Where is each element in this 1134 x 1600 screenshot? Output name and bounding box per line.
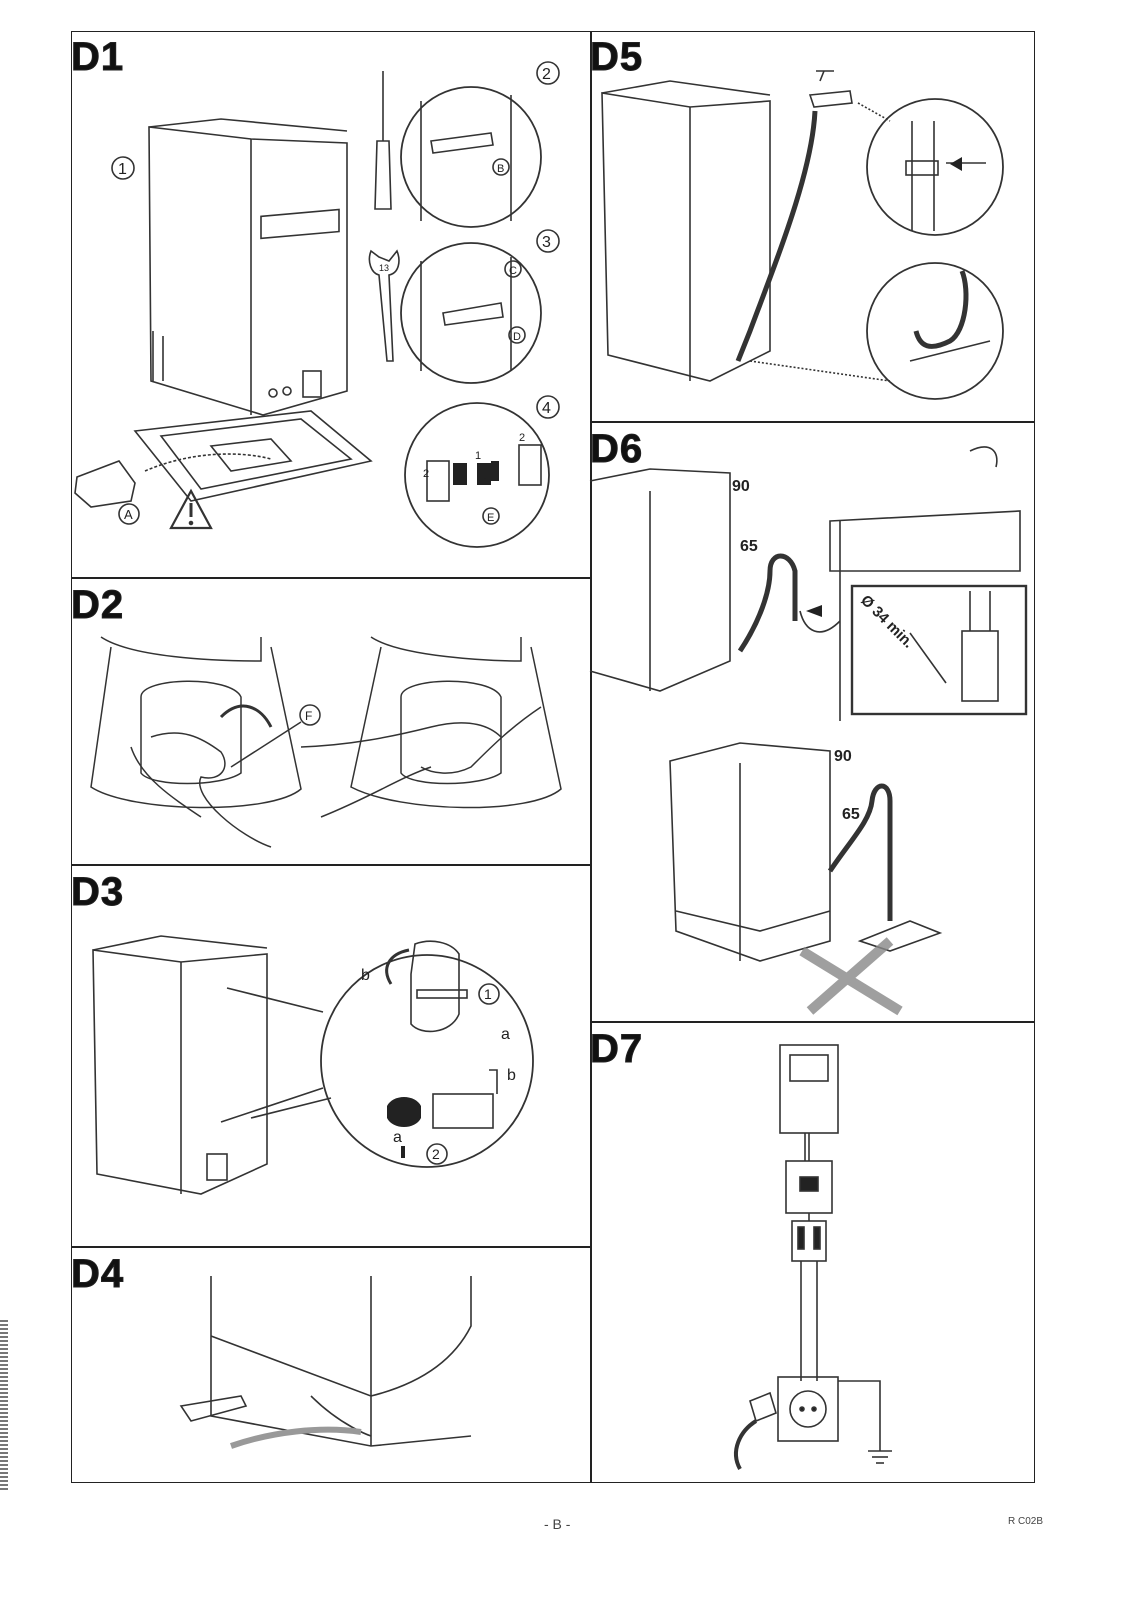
- height-90-top: 90: [732, 478, 750, 495]
- step-1-label: 1: [484, 986, 492, 1002]
- label-a: A: [124, 507, 133, 522]
- plug: [749, 1391, 777, 1423]
- label-c: C: [509, 265, 517, 277]
- page-number: - B -: [544, 1516, 571, 1532]
- label-a-top: a: [501, 1026, 510, 1043]
- divider-d5-d6: [590, 421, 1035, 423]
- d5-illustration: [601, 70, 1004, 400]
- num-1-top: 1: [475, 450, 481, 462]
- step-4-label: 4: [542, 400, 551, 417]
- step-2-label: 2: [542, 66, 551, 83]
- step-1-label: 1: [118, 161, 127, 178]
- panel-title-d6: D6: [589, 427, 644, 472]
- divider-d6-d7: [590, 1021, 1035, 1023]
- panel-title-d7: D7: [589, 1027, 644, 1072]
- num-2-left: 2: [423, 468, 429, 480]
- scan-edge-artifact: [0, 1320, 8, 1490]
- label-a-bottom: a: [393, 1129, 402, 1146]
- panel-title-d4: D4: [70, 1252, 125, 1297]
- column-divider: [590, 31, 592, 1483]
- label-b-top: b: [361, 967, 370, 984]
- panel-d1: D1: [70, 31, 591, 577]
- d3-illustration: b a b a 1 2: [92, 935, 534, 1195]
- d2-illustration: F: [90, 636, 562, 848]
- d6-illustration: 90 65 90 65 Ø 34 min.: [589, 446, 1028, 1016]
- machine-rear-view: [92, 949, 268, 1195]
- wrench-size-label: 13: [379, 263, 389, 273]
- electric-meter: [779, 1044, 839, 1134]
- label-b-bottom: b: [507, 1067, 516, 1084]
- instruction-sheet-frame: [71, 31, 1035, 1483]
- label-f: F: [305, 709, 312, 723]
- step-3-label: 3: [542, 234, 551, 251]
- height-65-bottom: 65: [842, 806, 860, 823]
- divider-d1-d2: [71, 577, 591, 579]
- height-65-top: 65: [740, 538, 758, 555]
- divider-d3-d4: [71, 1246, 591, 1248]
- panel-d2: D2 F: [70, 577, 591, 864]
- d7-illustration: [734, 1044, 892, 1470]
- height-90-bottom: 90: [834, 748, 852, 765]
- num-1-bottom: 1: [483, 476, 489, 488]
- label-d: D: [513, 331, 521, 343]
- panel-d5: D5: [589, 31, 1035, 421]
- step-2-label: 2: [432, 1146, 440, 1162]
- diameter-label: Ø 34 min.: [857, 592, 917, 652]
- label-b: B: [497, 163, 504, 175]
- d4-illustration: [179, 1276, 472, 1449]
- panel-d4: D4: [70, 1246, 591, 1483]
- panel-title-d5: D5: [589, 35, 644, 80]
- panel-d7: D7: [589, 1021, 1035, 1483]
- panel-title-d2: D2: [70, 583, 125, 628]
- num-2-right: 2: [519, 432, 525, 444]
- document-code: R C02B: [1008, 1516, 1044, 1527]
- d1-illustration: 2 3 4 1 A B C D E 13 2 2 1 1: [74, 61, 560, 548]
- panel-title-d3: D3: [70, 870, 125, 915]
- divider-d2-d3: [71, 864, 591, 866]
- label-e: E: [487, 512, 494, 524]
- panel-d6: D6 90: [589, 421, 1035, 1021]
- panel-title-d1: D1: [70, 35, 125, 80]
- socket: [777, 1376, 839, 1442]
- panel-d3: D3 b a b a 1 2: [70, 864, 591, 1246]
